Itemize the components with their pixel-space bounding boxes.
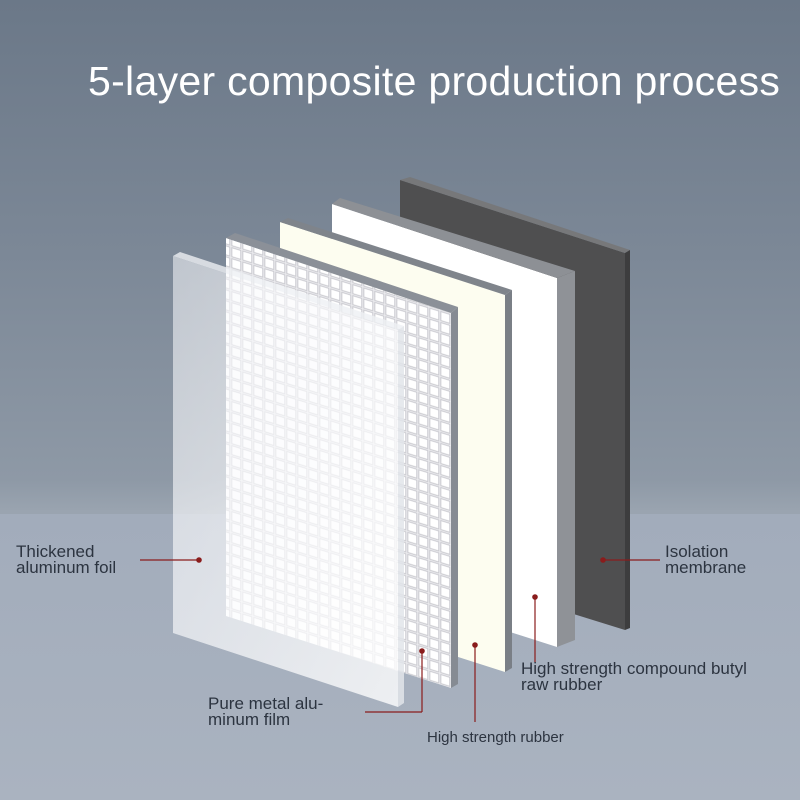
- leader-dot-butyl: [532, 594, 538, 600]
- leader-dot-isolation: [600, 557, 606, 563]
- page-title: 5-layer composite production process: [88, 58, 781, 104]
- label-isolation-membrane: Isolation membrane: [665, 542, 747, 577]
- leader-dot-film: [419, 648, 425, 654]
- leader-lines: [140, 557, 660, 722]
- label-thickened-aluminum-foil: Thickened aluminum foil: [16, 542, 117, 577]
- label-pure-metal-aluminum-film: Pure metal alu- minum film: [208, 694, 324, 729]
- thickened-foil-layer: [173, 252, 404, 707]
- leader-dot-foil: [196, 557, 202, 563]
- label-high-strength-compound-butyl: High strength compound butyl raw rubber: [521, 659, 747, 694]
- label-high-strength-rubber: High strength rubber: [427, 729, 564, 746]
- leader-dot-rubber: [472, 642, 478, 648]
